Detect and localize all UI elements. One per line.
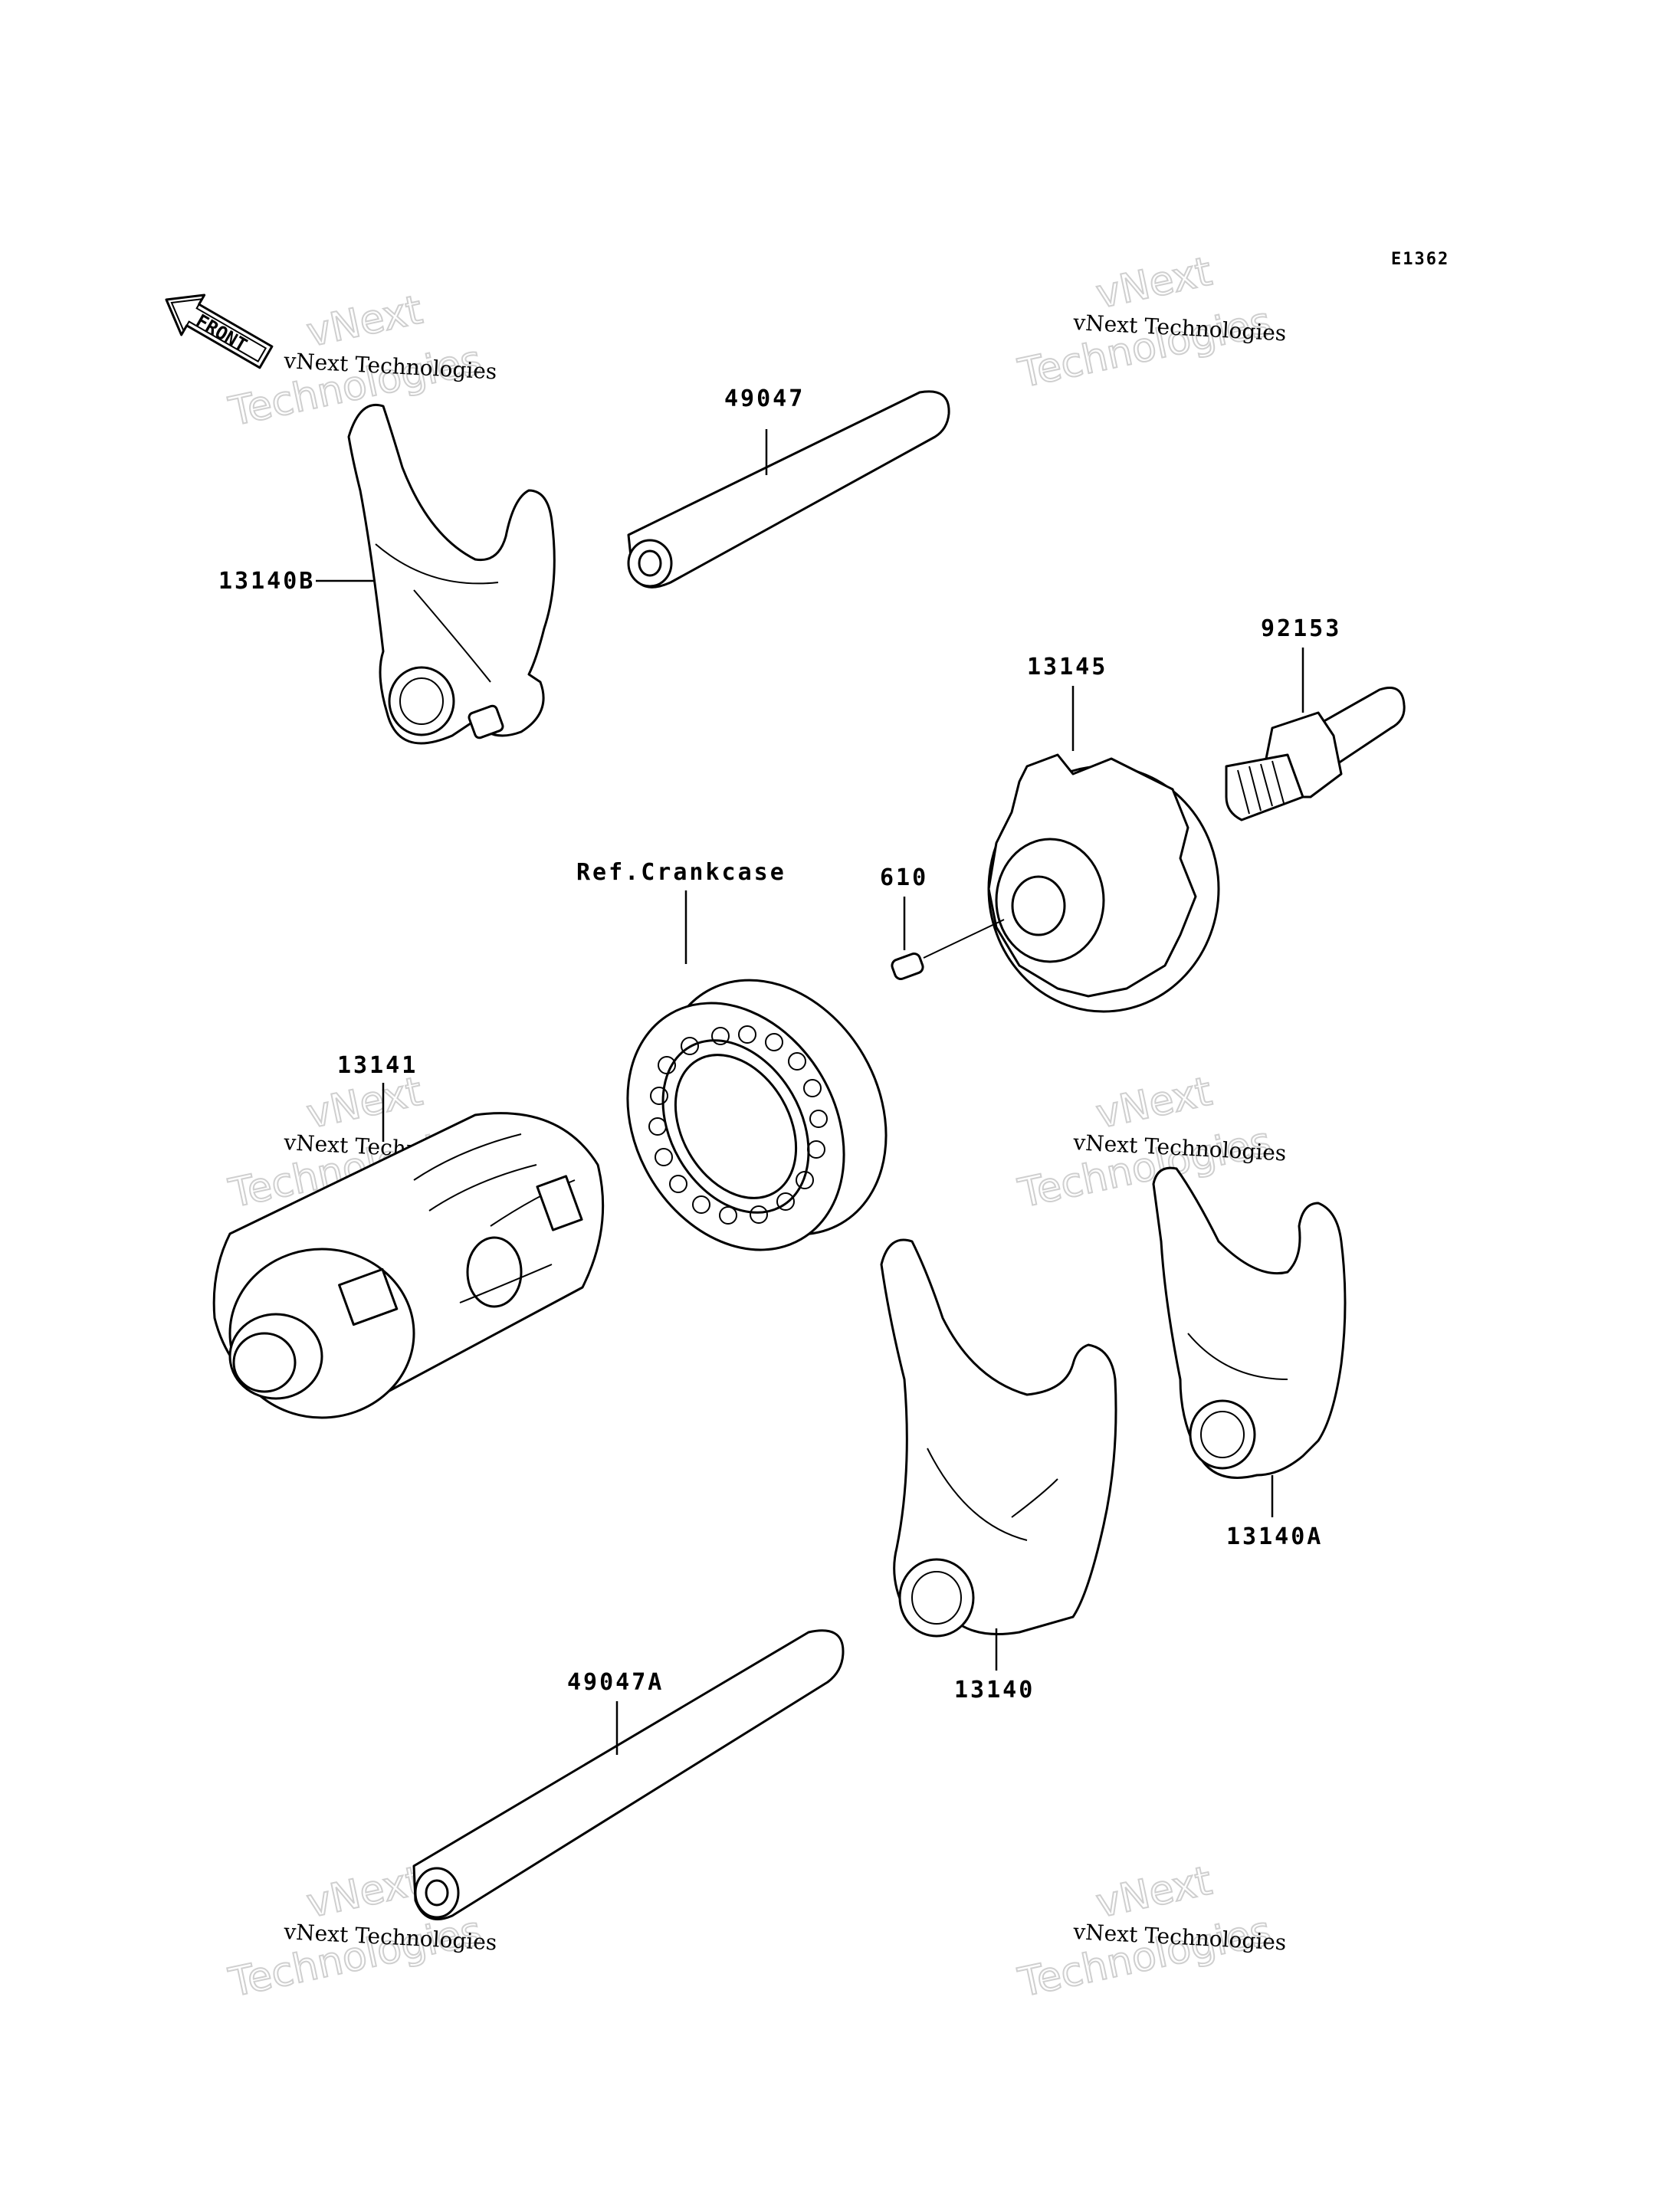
diagram-code: E1362: [1391, 250, 1449, 269]
bolt-92153: [1225, 648, 1406, 821]
watermark-big-1: vNext: [303, 287, 426, 356]
shift-fork-13140: [880, 1238, 1117, 1671]
part-label-610: 610: [880, 864, 928, 891]
watermark-big-1: vNext: [303, 1858, 426, 1927]
shaft-49047a: [412, 1629, 845, 1920]
part-label-49047: 49047: [724, 385, 805, 412]
part-label-13140a: 13140A: [1226, 1523, 1323, 1550]
part-label-13145: 13145: [1027, 654, 1107, 680]
part-label-ref-crankcase: Ref.Crankcase: [576, 859, 786, 886]
shift-drum-13141: [212, 1083, 605, 1419]
watermark-big-1: vNext: [1092, 249, 1216, 318]
watermark-big-1: vNext: [303, 1069, 426, 1138]
watermark-mid-right: vNext Technologies vNext Technologies: [1013, 1068, 1287, 1218]
bearing-rollers: [648, 1025, 828, 1225]
part-label-13141: 13141: [337, 1052, 418, 1079]
shaft-49047: [627, 390, 950, 589]
shift-cam-13145: [987, 686, 1220, 1013]
watermark-bottom-right: vNext Technologies vNext Technologies: [1013, 1858, 1287, 2008]
watermark-big-1: vNext: [1092, 1858, 1216, 1927]
part-label-13140b: 13140B: [218, 568, 315, 595]
part-label-92153: 92153: [1261, 615, 1341, 642]
part-label-13140: 13140: [954, 1677, 1035, 1703]
shift-fork-13140b: [316, 404, 556, 745]
bearing-ref-crankcase: [626, 890, 888, 1251]
part-label-49047a: 49047A: [567, 1669, 664, 1696]
pin-610: [891, 897, 1005, 980]
watermark-big-1: vNext: [1092, 1069, 1216, 1138]
front-arrow-icon: FRONT: [165, 293, 274, 369]
shift-fork-13140a: [1152, 1166, 1347, 1517]
watermark-top-right: vNext Technologies vNext Technologies: [1013, 248, 1287, 398]
